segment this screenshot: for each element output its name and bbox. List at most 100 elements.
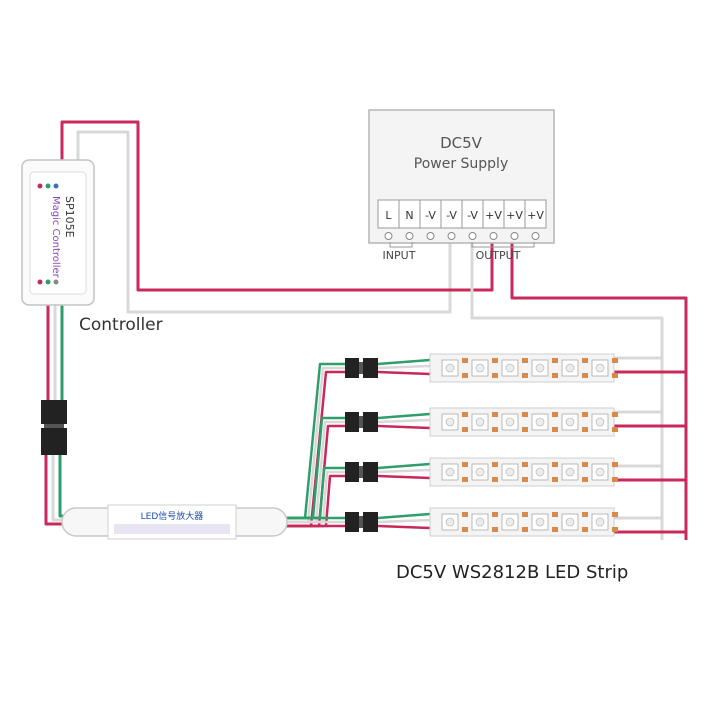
- led-pad: [552, 527, 558, 532]
- output-bracket: [471, 242, 535, 248]
- led-lens: [595, 363, 605, 373]
- strip-connector-2: [345, 412, 378, 432]
- power-supply-title-line1: DC5V: [440, 134, 483, 152]
- terminal-label: N: [405, 209, 413, 222]
- led-pad: [462, 358, 468, 363]
- white-wire-controller-to-psu: [76, 130, 452, 314]
- led-lens: [565, 363, 575, 373]
- led-lens: [535, 417, 545, 427]
- led-pad: [492, 527, 498, 532]
- led-pad: [492, 512, 498, 517]
- terminal-screw: [426, 232, 435, 240]
- controller-face: [29, 171, 87, 295]
- led-pad: [612, 412, 618, 417]
- led-pad: [492, 477, 498, 482]
- led-pad: [612, 512, 618, 517]
- led-pad: [462, 412, 468, 417]
- controller-brand: Magic Controller: [50, 196, 61, 279]
- led-pad: [582, 527, 588, 532]
- led-lens: [535, 467, 545, 477]
- terminal-label: +V: [485, 209, 502, 222]
- controller-label: Controller: [79, 315, 163, 335]
- led-strip-1: [429, 353, 618, 383]
- terminal-screw: [489, 232, 498, 240]
- terminal-label: +V: [506, 209, 523, 222]
- led-lens: [595, 517, 605, 527]
- led-pad: [552, 477, 558, 482]
- led-pad: [522, 527, 528, 532]
- terminal-screw: [447, 232, 456, 240]
- amplifier-text: LED信号放大器: [141, 510, 204, 522]
- strip-connector-4: [345, 512, 378, 532]
- led-pad: [522, 512, 528, 517]
- led-pad: [522, 412, 528, 417]
- terminal-screw: [405, 232, 414, 240]
- led-pad: [582, 462, 588, 467]
- led-pad: [612, 427, 618, 432]
- wires: [44, 120, 688, 540]
- led-pad: [522, 427, 528, 432]
- strip-connector-3: [345, 462, 378, 482]
- led-lens: [475, 517, 485, 527]
- led-strip-4: [429, 507, 618, 537]
- led-pad: [612, 373, 618, 378]
- strip-connectors: [345, 358, 378, 532]
- output-label: OUTPUT: [476, 249, 521, 262]
- led-pad: [462, 477, 468, 482]
- led-strip-2: [429, 407, 618, 437]
- input-bracket: [389, 242, 413, 248]
- led-pad: [462, 462, 468, 467]
- led-lens: [505, 363, 515, 373]
- led-pad: [492, 358, 498, 363]
- led-lens: [445, 363, 455, 373]
- led-lens: [565, 467, 575, 477]
- led-lens: [595, 417, 605, 427]
- input-label: INPUT: [383, 249, 416, 262]
- strip-caption: DC5V WS2812B LED Strip: [396, 562, 628, 583]
- led-lens: [505, 517, 515, 527]
- terminal-label: -V: [467, 209, 478, 222]
- led-pad: [582, 358, 588, 363]
- terminal-label: -V: [446, 209, 457, 222]
- led-pad: [552, 373, 558, 378]
- terminal-label: L: [385, 209, 392, 222]
- led-pad: [552, 358, 558, 363]
- led-pad: [612, 527, 618, 532]
- led-pad: [522, 373, 528, 378]
- led-pad: [462, 373, 468, 378]
- led-pad: [612, 462, 618, 467]
- led-lens: [565, 517, 575, 527]
- led-pad: [582, 427, 588, 432]
- controller: SP105E Magic Controller Controller: [21, 159, 163, 335]
- led-lens: [445, 517, 455, 527]
- strip-connector-1: [345, 358, 378, 378]
- terminal-screw: [531, 232, 540, 240]
- red-wire-psu-to-strips: [510, 242, 688, 540]
- led-lens: [595, 467, 605, 477]
- amplifier-output-wires: [285, 362, 345, 528]
- led-pad: [582, 373, 588, 378]
- led-pad: [582, 477, 588, 482]
- terminal-label: +V: [527, 209, 544, 222]
- terminal-screw: [384, 232, 393, 240]
- led-strip-3: [429, 457, 618, 487]
- strip-input-wires: [377, 358, 431, 530]
- terminal-screws: [384, 232, 540, 240]
- led-pad: [522, 462, 528, 467]
- terminal-8: [524, 199, 547, 229]
- signal-amplifier: LED信号放大器: [61, 504, 288, 540]
- white-wire-psu-to-strips: [470, 242, 664, 540]
- power-supply-title-line2: Power Supply: [414, 156, 509, 172]
- strip-end-wires: [614, 356, 686, 534]
- led-lens: [535, 517, 545, 527]
- led-lens: [445, 417, 455, 427]
- led-lens: [535, 363, 545, 373]
- led-pad: [522, 358, 528, 363]
- controller-indicator-dots: [37, 183, 59, 285]
- led-pad: [612, 358, 618, 363]
- terminal-screw: [510, 232, 519, 240]
- led-lens: [565, 417, 575, 427]
- terminal-screw: [468, 232, 477, 240]
